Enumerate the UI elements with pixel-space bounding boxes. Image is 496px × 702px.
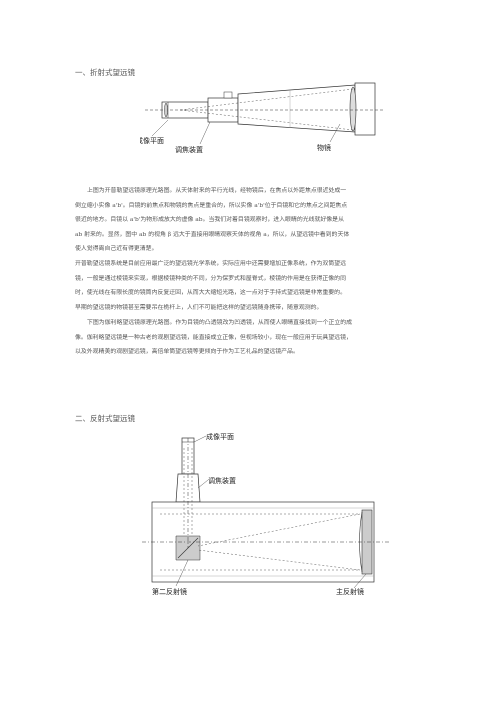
paragraph-galileo: 下图为伽利略望远镜原理光路图。作为目镜的凸透镜改为凹透镜，从而使人眼睛直接找到一… [75, 316, 421, 360]
label-focus-device-1: 调焦装置 [175, 145, 203, 154]
text-line: 像。伽利略望远镜是一种古老的观剧望远镜，能直接成立正像，但视场较小，现在一般应用… [75, 334, 352, 341]
text-line: 镜，一般是通过棱镜来实现，根据棱镜种类的不同，分为保罗式和屋脊式，棱镜的作用是在… [75, 275, 346, 282]
text-line: ab 射来的。显然，图中 ab 的视角 β 远大于直接用眼睛观察天体的视角 a，… [75, 231, 350, 238]
label-secondary-mirror: 第二反射镜 [152, 587, 187, 596]
section-title-refracting: 一、折射式望远镜 [75, 68, 135, 77]
paragraph-kepler-description: 上图为开普勒望远镜原理光路图。从天体射来的平行光线，经物镜后，在焦点以外距焦点很… [75, 184, 421, 257]
label-focus-device-2: 调焦装置 [208, 476, 236, 485]
paragraph-kepler-system: 开普勒望远镜系统是目前应用最广泛的望远镜光学系统，实际应用中还需要增加正像系统，… [75, 257, 421, 315]
refracting-telescope-diagram: 成像平面 调焦装置 物镜 [140, 82, 385, 154]
text-line: 下图为伽利略望远镜原理光路图。作为目镜的凸透镜改为凹透镜，从而使人眼睛直接找到一… [87, 320, 353, 326]
section-title-reflecting: 二、反射式望远镜 [75, 414, 135, 423]
text-line: 开普勒望远镜系统是目前应用最广泛的望远镜光学系统，实际应用中还需要增加正像系统，… [75, 261, 346, 267]
text-line: 使人觉得离自己近有得更清楚。 [75, 246, 158, 253]
text-line: 倒立缩小实像 a'b'。目镜的前焦点和物镜的焦点是重合的，所以实像 a'b'位于… [75, 202, 348, 209]
text-line: 早期的望远镜的物镜甚至需要吊在桅杆上，人们不可能把这样的望远镜随身携带，随意观测… [75, 304, 323, 311]
label-objective: 物镜 [317, 143, 331, 152]
label-image-plane-2: 成像平面 [206, 432, 234, 441]
text-line: 以及外观精美的观剧望远镜，高倍单筒望远镜等更倾向于作为工艺礼品的望远镜产品。 [75, 349, 299, 356]
label-image-plane-1: 成像平面 [140, 136, 164, 145]
label-primary-mirror: 主反射镜 [336, 587, 364, 596]
reflecting-telescope-diagram: 成像平面 调焦装置 第二反射镜 主反射镜 [142, 432, 390, 596]
text-line: 时，使光线在有限长度的镜筒内反复迂回，从而大大缩短光路，这一点对于手持式望远镜是… [75, 290, 346, 297]
text-line: 很近的地方。目镜以 a'b'为物形成放大的虚像 ab。当我们对着目镜观察时，进入… [75, 217, 344, 224]
text-line: 上图为开普勒望远镜原理光路图。从天体射来的平行光线，经物镜后，在焦点以外距焦点很… [87, 188, 347, 194]
